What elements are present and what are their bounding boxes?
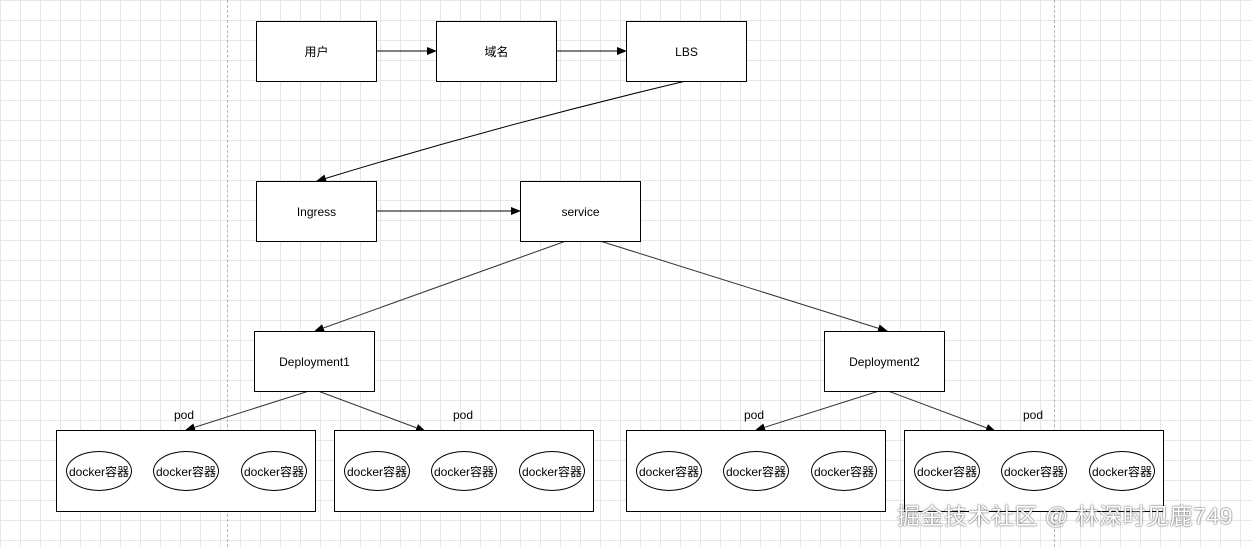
watermark: 掘金技术社区 @ 林深时见鹿749 [896, 503, 1233, 529]
edge-deployment2-pod3 [755, 390, 880, 432]
pod-group-3: docker容器 docker容器 docker容器 [626, 430, 886, 512]
ingress-node: Ingress [256, 181, 377, 242]
right-guide-line [1054, 0, 1055, 547]
deployment2-node: Deployment2 [824, 331, 945, 392]
left-guide-line [227, 0, 228, 547]
docker-container: docker容器 [431, 451, 497, 491]
docker-container-label: docker容器 [433, 464, 495, 479]
lbs-node-label: LBS [675, 44, 698, 59]
service-node: service [520, 181, 641, 242]
docker-container-label: docker容器 [521, 464, 583, 479]
user-node: 用户 [256, 21, 377, 82]
pod-label-4: pod [1023, 408, 1044, 422]
docker-container-label: docker容器 [916, 464, 978, 479]
docker-container-label: docker容器 [243, 464, 305, 479]
pod-group-1: docker容器 docker容器 docker容器 [56, 430, 316, 512]
service-node-label: service [561, 204, 600, 219]
docker-container: docker容器 [914, 451, 980, 491]
pod-label-3: pod [744, 408, 765, 422]
docker-container: docker容器 [66, 451, 132, 491]
docker-container: docker容器 [153, 451, 219, 491]
docker-container-label: docker容器 [725, 464, 787, 479]
user-node-label: 用户 [304, 45, 329, 59]
lbs-node: LBS [626, 21, 747, 82]
domain-node: 域名 [436, 21, 557, 82]
docker-container-label: docker容器 [813, 464, 875, 479]
pod-group-2: docker容器 docker容器 docker容器 [334, 430, 594, 512]
pod-label-2: pod [453, 408, 474, 422]
docker-container: docker容器 [1089, 451, 1155, 491]
edge-deployment1-pod1 [185, 390, 310, 432]
pod-group-4: docker容器 docker容器 docker容器 [904, 430, 1164, 512]
docker-container: docker容器 [344, 451, 410, 491]
docker-container: docker容器 [723, 451, 789, 491]
deployment2-node-label: Deployment2 [849, 354, 920, 369]
docker-container-label: docker容器 [346, 464, 408, 479]
pod-label-1: pod [174, 408, 195, 422]
docker-container: docker容器 [636, 451, 702, 491]
docker-container-label: docker容器 [155, 464, 217, 479]
docker-container: docker容器 [519, 451, 585, 491]
docker-container: docker容器 [241, 451, 307, 491]
docker-container-label: docker容器 [68, 464, 130, 479]
docker-container: docker容器 [811, 451, 877, 491]
docker-container: docker容器 [1001, 451, 1067, 491]
docker-container-label: docker容器 [1091, 464, 1153, 479]
edge-service-deployment2 [599, 240, 888, 333]
docker-container-label: docker容器 [638, 464, 700, 479]
deployment1-node-label: Deployment1 [279, 354, 350, 369]
domain-node-label: 域名 [484, 45, 509, 59]
edge-lbs-ingress [316, 80, 687, 183]
docker-container-label: docker容器 [1003, 464, 1065, 479]
deployment1-node: Deployment1 [254, 331, 375, 392]
ingress-node-label: Ingress [296, 204, 337, 219]
edge-deployment1-pod2 [317, 390, 426, 432]
edge-service-deployment1 [314, 240, 567, 332]
edge-deployment2-pod4 [887, 390, 996, 432]
